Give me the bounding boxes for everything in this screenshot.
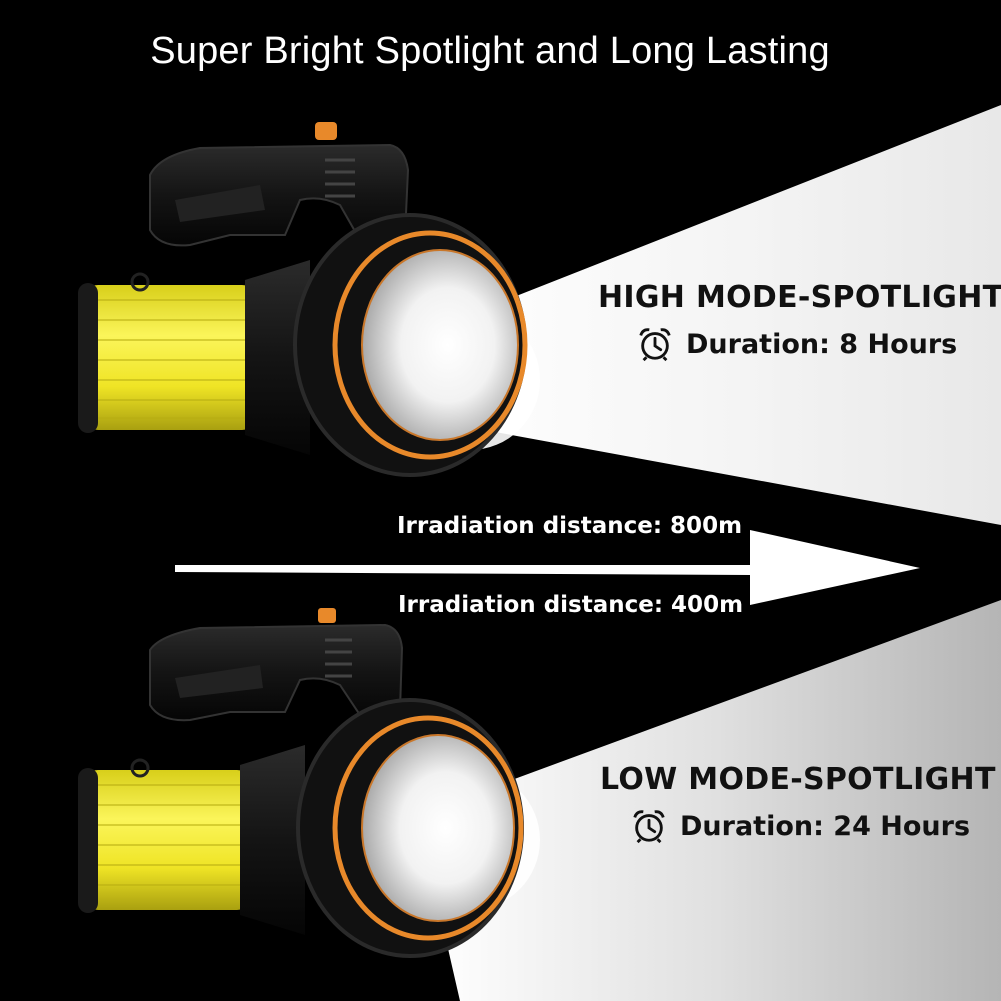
alarm-clock-icon [639, 328, 671, 362]
high-mode-title: HIGH MODE-SPOTLIGHT [598, 280, 1001, 315]
high-mode-duration-row: Duration: 8 Hours [636, 325, 1001, 363]
flashlight-high [78, 122, 528, 477]
low-mode-duration: Duration: 24 Hours [680, 810, 971, 842]
high-mode-block: HIGH MODE-SPOTLIGHT Duration: 8 Hours [598, 280, 1001, 363]
headline: Super Bright Spotlight and Long Lasting [150, 30, 830, 72]
distance-low-label: Irradiation distance: 400m [398, 592, 744, 618]
low-mode-title: LOW MODE-SPOTLIGHT [600, 762, 996, 797]
low-mode-block: LOW MODE-SPOTLIGHT Duration: 24 Hours [600, 762, 996, 845]
alarm-clock-icon [633, 810, 665, 844]
flashlight-low [78, 608, 524, 958]
arrow-right-icon [175, 530, 920, 605]
distance-high-label: Irradiation distance: 800m [397, 513, 743, 539]
low-mode-duration-row: Duration: 24 Hours [630, 807, 996, 845]
high-beam [430, 105, 1001, 525]
high-mode-duration: Duration: 8 Hours [686, 328, 958, 360]
low-beam [430, 600, 1001, 1001]
